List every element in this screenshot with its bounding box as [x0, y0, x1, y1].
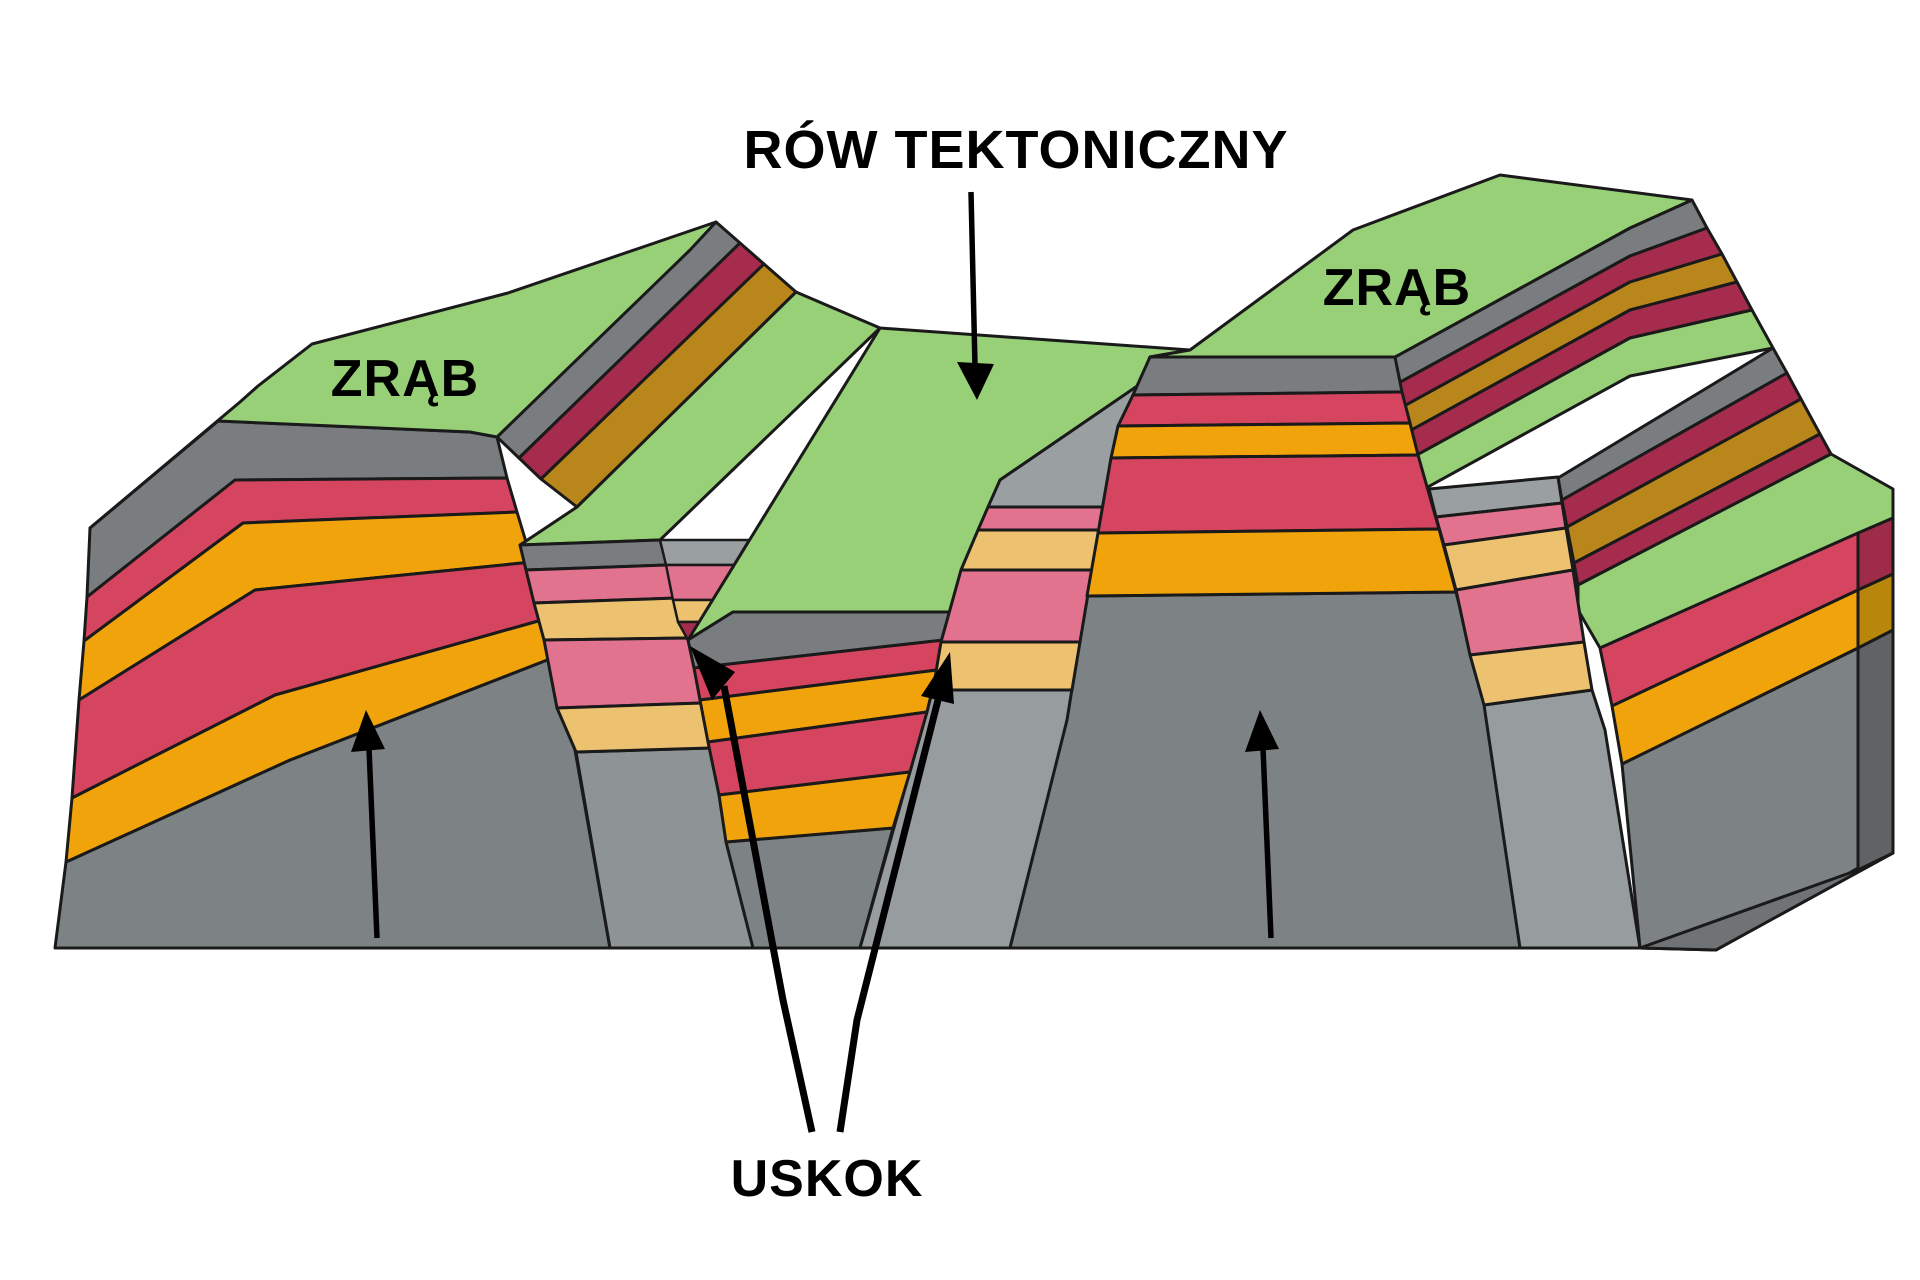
label-zrab-left: ZRĄB — [331, 350, 479, 408]
uplift-arrow-left-icon — [351, 710, 385, 939]
stratum-pink — [542, 636, 704, 710]
left-horst-group — [64, 220, 798, 864]
stratum-gray — [1131, 355, 1404, 397]
title-row-tektoniczny: RÓW TEKTONICZNY — [744, 120, 1289, 180]
stratum-tan — [555, 701, 712, 754]
stratum-crimson — [1116, 390, 1412, 428]
scarp-tan — [931, 640, 1082, 692]
fault-pointer-left-icon — [690, 646, 816, 1133]
stratum-orange — [1085, 527, 1458, 598]
middle-terrace-group — [518, 290, 882, 754]
right-horst-top — [1148, 173, 1694, 359]
stratum-tan — [532, 596, 690, 642]
uplift-arrow-right-icon — [1245, 710, 1279, 939]
basement-right-side — [1856, 628, 1895, 872]
right-horst-group — [1085, 173, 1694, 598]
scarp-pink — [976, 505, 1105, 532]
graben-arrow-icon — [957, 191, 994, 400]
stratum-orange — [717, 770, 912, 844]
graben-group — [658, 326, 1192, 844]
east-cascade-group — [1393, 198, 1895, 766]
scarp-pink — [939, 568, 1094, 644]
stratum-crimson — [1096, 453, 1441, 535]
left-horst-top — [88, 220, 718, 530]
label-zrab-right: ZRĄB — [1323, 259, 1471, 317]
fault-pointer-right-icon — [836, 652, 954, 1133]
label-uskok: USKOK — [731, 1150, 924, 1208]
arrows-group — [351, 191, 1279, 1133]
scarp-tan — [959, 528, 1101, 572]
side-stratum-orange — [1856, 572, 1895, 650]
stratum-tan — [1468, 640, 1594, 707]
stratum-orange — [1109, 421, 1420, 460]
